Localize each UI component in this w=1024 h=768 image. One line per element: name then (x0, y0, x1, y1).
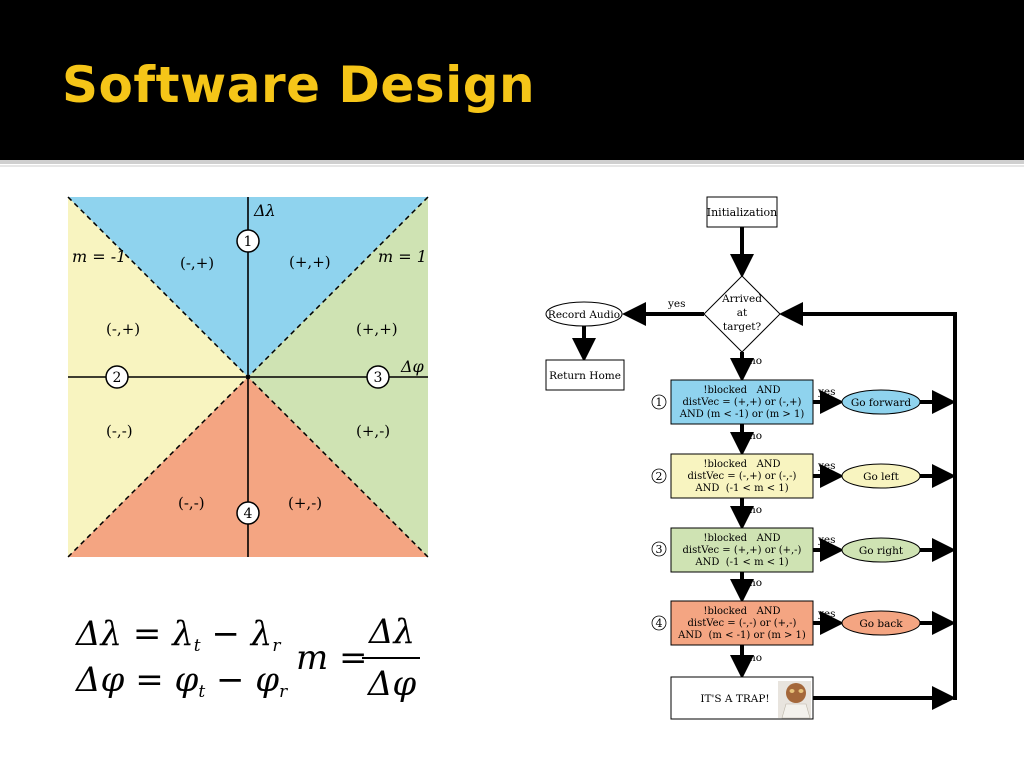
title-bar (0, 0, 1024, 160)
go-back-label: Go back (859, 618, 903, 630)
region-label-top-right: (+,+) (289, 253, 331, 271)
return-home-label: Return Home (549, 370, 621, 382)
eq2-term-r: φ (255, 660, 280, 700)
eq2-term-t: φ (174, 660, 199, 700)
cond4-yes-label: yes (817, 608, 836, 620)
eq1-term-t: λ (172, 614, 194, 654)
cond4-line-1: !blocked AND (703, 606, 780, 617)
cond2-no-label: no (749, 504, 762, 516)
marker-1: 1 (236, 229, 260, 253)
cond3-box (670, 527, 814, 573)
cond3-number-circle (651, 541, 667, 557)
eq1-term-r: λ (250, 614, 273, 654)
cond2-number-circle (651, 468, 667, 484)
slope-label-left: m = -1 (72, 247, 126, 266)
cond2-box (670, 453, 814, 499)
cond2-line-2: distVec = (-,+) or (-,-) (688, 471, 797, 482)
region-label-lower-left: (-,-) (106, 422, 133, 440)
cond3-line-2: distVec = (+,+) or (+,-) (683, 545, 802, 556)
equation-delta-phi: Δφ = φt − φr (76, 660, 287, 702)
decision-no-label: no (749, 355, 762, 367)
init-label: Initialization (707, 206, 777, 219)
cond1-line-2: distVec = (+,+) or (-,+) (683, 397, 802, 408)
cond4-line-2: distVec = (-,-) or (+,-) (688, 618, 797, 629)
region-label-upper-right: (+,+) (356, 320, 398, 338)
eq1-sub-r: r (272, 636, 281, 656)
cond4-no-label: no (749, 652, 762, 664)
region-label-bottom-left: (-,-) (178, 494, 205, 512)
cond3-yes-label: yes (817, 534, 836, 546)
y-axis-label: Δλ (253, 201, 276, 220)
region-label-bottom-right: (+,-) (288, 494, 322, 512)
eq2-lhs: Δφ (76, 660, 125, 700)
slide-title: Software Design (62, 56, 536, 114)
x-axis-label: Δφ (400, 357, 425, 376)
marker-2-label: 2 (113, 370, 122, 386)
cond3-number: 3 (656, 543, 663, 556)
marker-1-label: 1 (244, 234, 253, 250)
cond2-line-3: AND (-1 < m < 1) (694, 483, 788, 494)
decision-line-3: target? (723, 321, 762, 333)
equation-slope-lhs: m = (296, 638, 368, 678)
cond1-line-3: AND (m < -1) or (m > 1) (679, 409, 805, 420)
title-divider-shadow (0, 165, 1024, 167)
slope-label-right: m = 1 (378, 247, 427, 266)
equation-slope-fraction-bar (362, 657, 420, 659)
eq1-equals: = (132, 614, 162, 654)
cond4-line-3: AND (m < -1) or (m > 1) (677, 630, 806, 641)
eq1-minus: − (211, 614, 240, 654)
decision-line-1: Arrived (721, 293, 762, 305)
eq2-sub-t: t (198, 682, 206, 702)
marker-3: 3 (366, 365, 390, 389)
cond2-number: 2 (656, 470, 663, 483)
cond3-line-3: AND (-1 < m < 1) (694, 557, 788, 568)
marker-3-label: 3 (374, 370, 383, 386)
region-label-top-left: (-,+) (180, 254, 214, 272)
eq2-minus: − (215, 660, 245, 700)
cond1-no-label: no (749, 430, 762, 442)
go-right-label: Go right (859, 545, 904, 557)
title-divider (0, 160, 1024, 164)
cond4-number-circle (651, 615, 667, 631)
cond4-number: 4 (656, 617, 663, 630)
eq2-equals: = (135, 660, 164, 700)
go-left-label: Go left (863, 471, 900, 483)
trap-label: IT'S A TRAP! (700, 693, 769, 705)
region-label-upper-left: (-,+) (106, 320, 140, 338)
quadrant-diagram: Δλ Δφ m = -1 m = 1 (-,+) (+,+) (-,+) (+,… (67, 196, 429, 558)
cond3-line-1: !blocked AND (703, 533, 780, 544)
equation-slope-denominator: Δφ (367, 664, 417, 704)
cond1-number-circle (651, 394, 667, 410)
cond3-no-label: no (749, 577, 762, 589)
cond1-yes-label: yes (817, 386, 836, 398)
cond1-number: 1 (656, 396, 663, 409)
equation-slope-numerator: Δλ (368, 612, 416, 652)
go-forward-label: Go forward (851, 397, 912, 409)
eq2-sub-r: r (279, 682, 288, 702)
decision-line-2: at (737, 307, 748, 319)
marker-2: 2 (105, 365, 129, 389)
decision-yes-label: yes (667, 298, 686, 310)
cond1-box (670, 379, 814, 425)
eq1-sub-t: t (193, 636, 201, 656)
marker-4-label: 4 (244, 506, 253, 522)
eq1-lhs: Δλ (76, 614, 123, 654)
region-label-lower-right: (+,-) (356, 422, 390, 440)
admiral-character-image (778, 681, 811, 719)
marker-4: 4 (236, 501, 260, 525)
equation-delta-lambda: Δλ = λt − λr (76, 614, 280, 656)
cond2-yes-label: yes (817, 460, 836, 472)
return-home-box (545, 359, 625, 391)
record-audio-label: Record Audio (548, 309, 620, 321)
cond2-line-1: !blocked AND (703, 459, 780, 470)
cond1-line-1: !blocked AND (703, 385, 780, 396)
